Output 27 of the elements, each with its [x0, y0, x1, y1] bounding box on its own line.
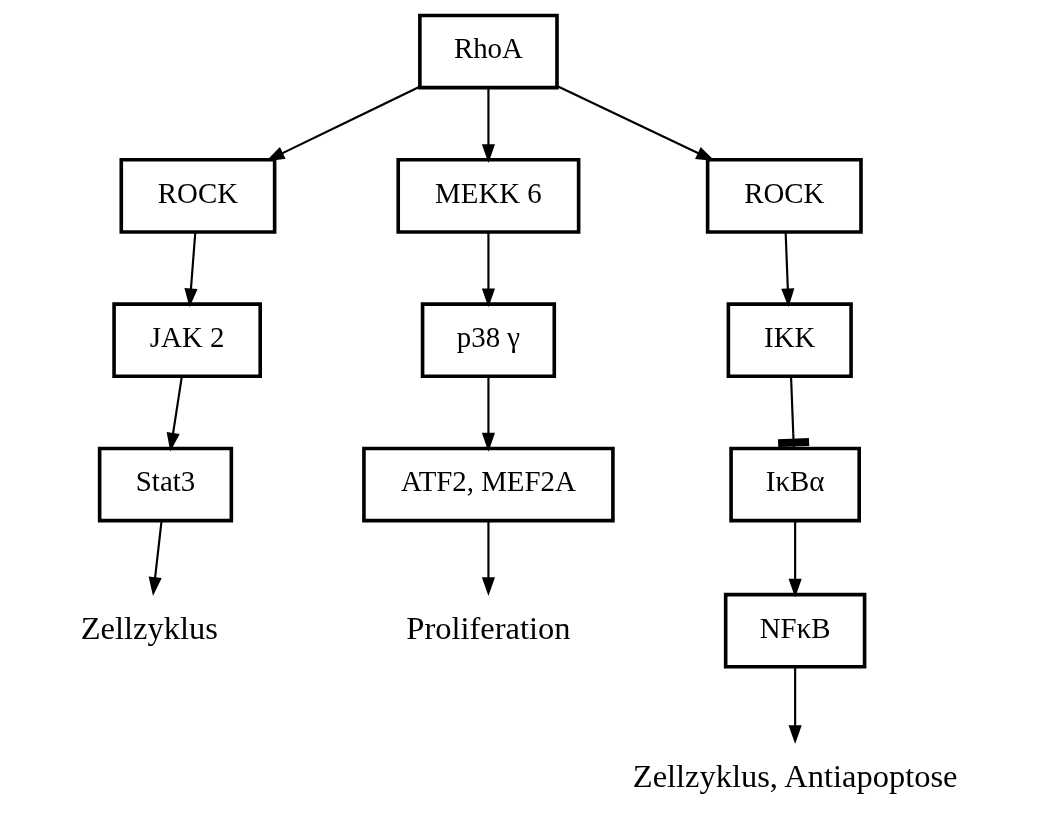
node-text: Zellzyklus, Antiapoptose	[632, 757, 957, 794]
arrow	[788, 520, 802, 598]
arrow	[481, 376, 495, 452]
arrow	[166, 376, 183, 452]
node-box: p38 γ	[420, 302, 556, 379]
arrow	[183, 232, 197, 308]
arrow	[788, 667, 802, 744]
node-box: NFκB	[723, 592, 866, 669]
node-box: ATF2, MEF2A	[361, 446, 615, 523]
node-box: Stat3	[97, 446, 233, 523]
arrow	[780, 232, 794, 308]
node-text: Proliferation	[405, 609, 570, 646]
node-box: ROCK	[118, 158, 276, 234]
node-box: ROCK	[705, 158, 863, 234]
arrow	[148, 520, 163, 596]
arrow	[481, 88, 495, 163]
node-box: IκBα	[728, 446, 861, 523]
arrow	[265, 85, 420, 162]
connector	[777, 376, 809, 449]
node-box: MEKK 6	[395, 158, 580, 234]
arrow	[556, 85, 715, 162]
arrow	[481, 520, 495, 596]
node-box: JAK 2	[111, 302, 262, 379]
arrow	[481, 232, 495, 308]
node-box: RhoA	[417, 13, 559, 90]
node-text: Zellzyklus	[80, 609, 218, 646]
node-box: IKK	[726, 302, 853, 379]
